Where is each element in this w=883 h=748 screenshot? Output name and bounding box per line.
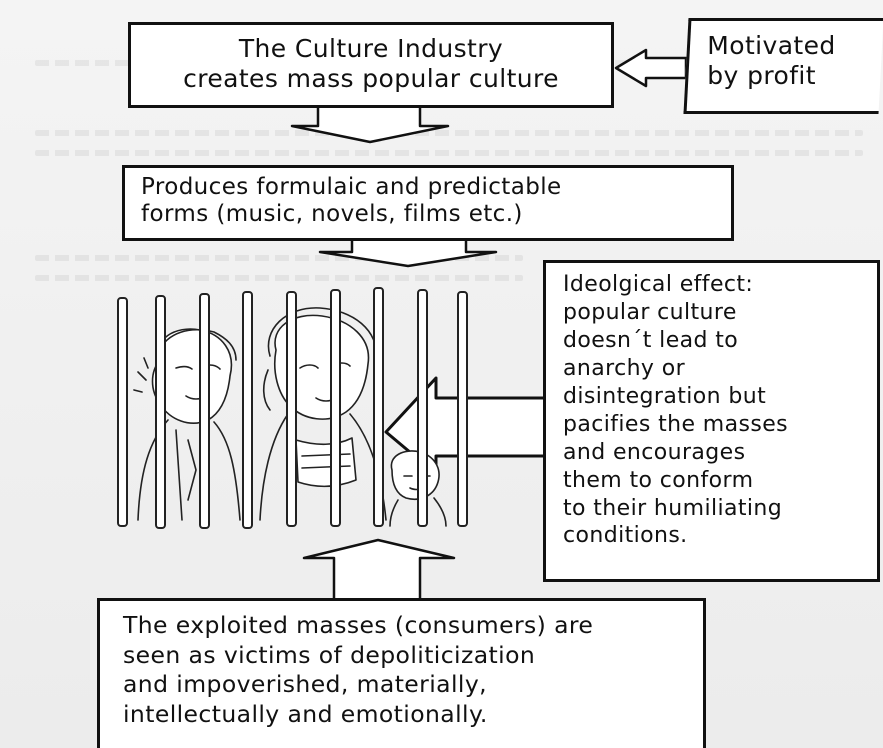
exploited-line: seen as victims of depoliticization	[123, 640, 536, 669]
bleed-through-text	[35, 130, 863, 136]
bleed-through-text	[35, 255, 523, 261]
ideology-line: disintegration but	[563, 383, 767, 409]
ideology-line: doesn´t lead to	[563, 327, 739, 353]
exploited-masses-box: The exploited masses (consumers) are see…	[97, 598, 706, 748]
culture-industry-box: The Culture Industry creates mass popula…	[128, 22, 614, 108]
bleed-through-text	[35, 150, 863, 156]
culture-to-formulaic-arrow	[290, 108, 450, 144]
exploited-arrow	[302, 538, 456, 598]
formulaic-to-illustration-arrow	[318, 241, 498, 268]
ideology-line: to their humiliating	[563, 495, 783, 521]
ideology-line: anarchy or	[563, 355, 686, 381]
ideological-effect-box: Ideolgical effect: popular culture doesn…	[543, 260, 880, 582]
ideology-line: Ideolgical effect:	[563, 272, 754, 297]
culture-industry-line: The Culture Industry	[238, 34, 504, 63]
exploited-line: The exploited masses (consumers) are	[123, 611, 594, 639]
ideology-line: pacifies the masses	[563, 411, 789, 437]
formulaic-line: Produces formulaic and predictable	[141, 174, 562, 200]
ideology-line: them to conform	[563, 467, 754, 493]
prisoner-left	[133, 328, 241, 521]
profit-box: Motivated by profit	[683, 18, 883, 114]
prisoners-illustration	[133, 307, 447, 527]
profit-line: Motivated	[707, 31, 836, 60]
ideology-line: and encourages	[563, 439, 746, 465]
prison-bars	[117, 287, 468, 529]
exploited-line: and impoverished, materially,	[123, 670, 487, 699]
ideology-line: conditions.	[563, 523, 688, 549]
ideology-line: popular culture	[563, 299, 737, 325]
formulaic-forms-box: Produces formulaic and predictable forms…	[122, 165, 734, 241]
exploited-line: intellectually and emotionally.	[123, 699, 488, 728]
bleed-through-text	[35, 275, 523, 281]
profit-to-culture-arrow	[614, 48, 688, 88]
profit-line: by profit	[707, 60, 816, 90]
formulaic-line: forms (music, novels, films etc.)	[141, 201, 523, 228]
prisoner-middle	[259, 307, 387, 521]
culture-industry-line: creates mass popular culture	[183, 63, 559, 93]
